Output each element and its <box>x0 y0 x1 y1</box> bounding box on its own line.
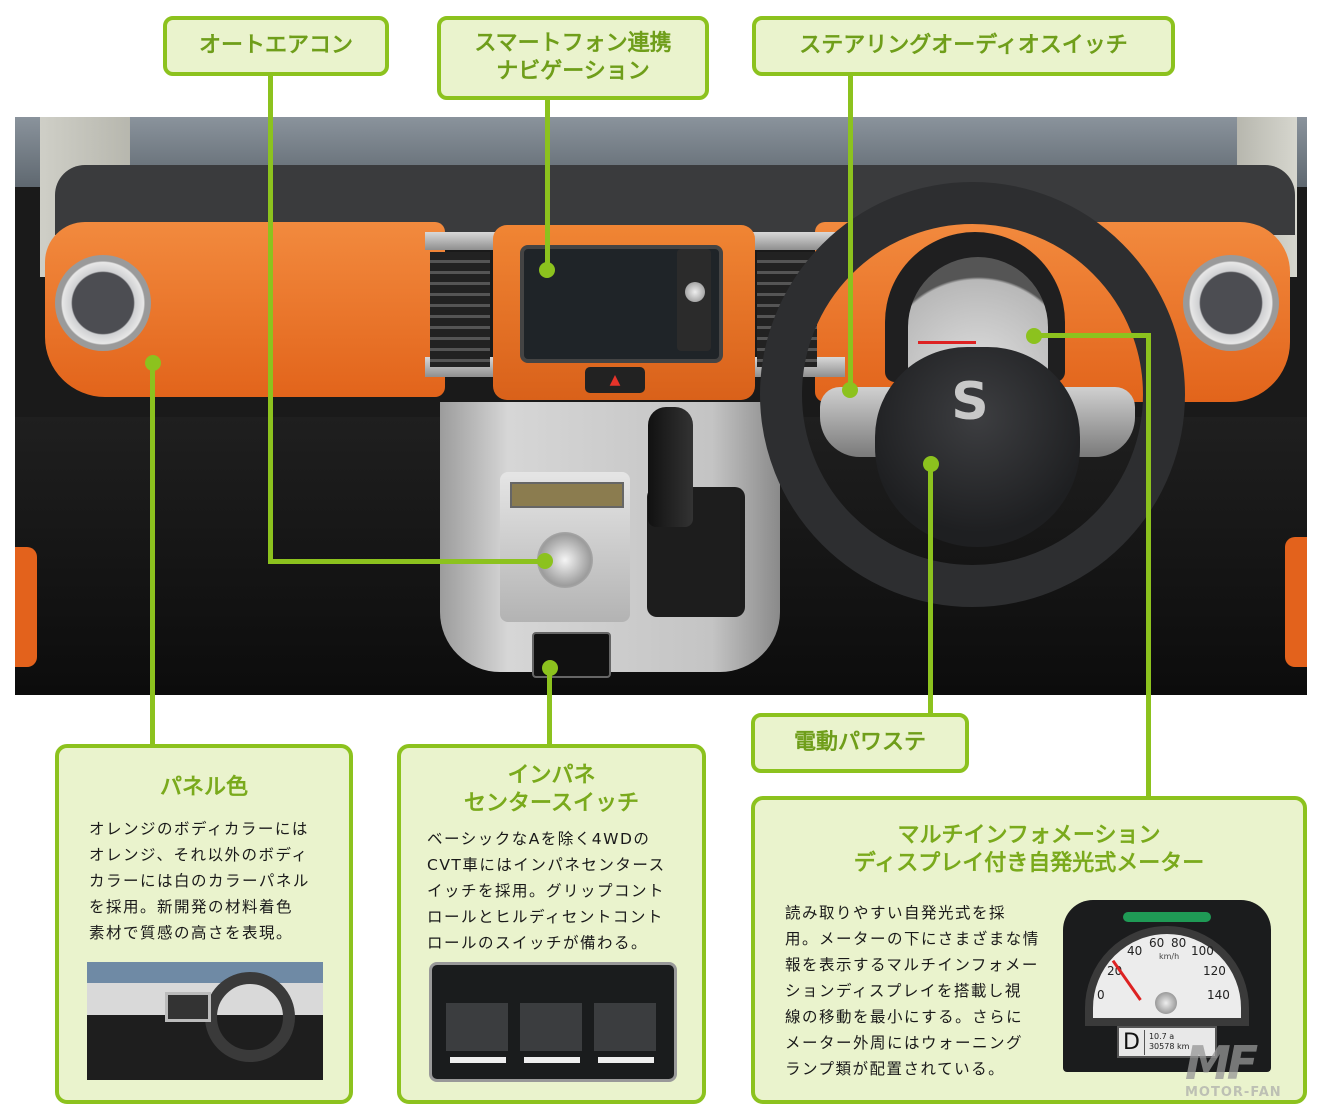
body-line: 読み取りやすい自発光式を採 <box>785 904 1007 922</box>
ac-display <box>510 482 624 508</box>
nav-knob <box>685 282 705 302</box>
label-smartphone-nav: スマートフォン連携 ナビゲーション <box>437 16 709 100</box>
body-line: 用。メーターの下にさまざまな情 <box>785 930 1040 948</box>
connector-panel-color <box>150 362 155 747</box>
body-line: 線の移動を最小にする。さらに <box>785 1008 1024 1026</box>
grip-control-switch-icon <box>446 1003 508 1051</box>
green-indicator <box>1123 912 1211 922</box>
meter-body: 読み取りやすい自発光式を採 用。メーターの下にさまざまな情 報を表示するマルチイ… <box>785 900 1040 1082</box>
gear-indicator: D <box>1119 1029 1145 1055</box>
gauge-unit: km/h <box>1159 952 1180 961</box>
needle-hub <box>1155 992 1177 1014</box>
label-nav-line1: スマートフォン連携 <box>474 31 672 56</box>
connector-steering-audio <box>848 74 853 394</box>
label-power-steering: 電動パワステ <box>751 713 969 773</box>
connector-aircon-horizontal <box>268 559 548 564</box>
indicator-bar <box>598 1057 654 1063</box>
title-line: インパネ <box>507 763 596 788</box>
tick-label: 60 <box>1149 936 1165 950</box>
title-line: センタースイッチ <box>464 791 639 816</box>
connector-power-steering <box>928 464 933 716</box>
label-auto-aircon-text: オートエアコン <box>198 33 353 58</box>
tick-label: 0 <box>1097 988 1105 1002</box>
label-steering-audio: ステアリングオーディオスイッチ <box>752 16 1175 76</box>
body-line: 報を表示するマルチインフォメー <box>785 956 1039 974</box>
title-line: ディスプレイ付き自発光式メーター <box>853 851 1205 876</box>
air-vent-right <box>1183 255 1279 351</box>
body-line: イッチを採用。グリップコント <box>427 882 666 900</box>
center-switch-title: インパネ センタースイッチ <box>401 762 702 818</box>
air-vent-left <box>55 255 151 351</box>
marker-nav <box>539 262 555 278</box>
label-auto-aircon: オートエアコン <box>163 16 389 76</box>
tick-label: 40 <box>1127 944 1143 958</box>
multi-info-display: D 10.7 a 30578 km <box>1117 1026 1217 1058</box>
meter-title: マルチインフォメーション ディスプレイ付き自発光式メーター <box>755 822 1303 878</box>
tick-label: 120 <box>1203 964 1226 978</box>
body-line: ロールのスイッチが備わる。 <box>427 934 649 952</box>
body-line: ロールとヒルディセントコント <box>427 908 664 926</box>
panel-color-box: パネル色 オレンジのボディカラーには オレンジ、それ以外のボディ カラーには白の… <box>55 744 353 1104</box>
watermark-logo: MF <box>1185 1036 1258 1090</box>
body-line: ションディスプレイを搭載し視 <box>785 982 1022 1000</box>
center-switch-box: インパネ センタースイッチ ベーシックなAを除く4WDの CVT車にはインパネセ… <box>397 744 706 1104</box>
seat-heater-switch-icon <box>594 1003 656 1051</box>
display-line: 10.7 a <box>1148 1032 1175 1041</box>
trip-info: 10.7 a 30578 km <box>1145 1032 1189 1052</box>
marker-steering-audio <box>842 382 858 398</box>
tick-label: 80 <box>1171 936 1187 950</box>
body-line: ベーシックなAを除く4WDの <box>427 830 651 848</box>
hill-descent-switch-icon <box>520 1003 582 1051</box>
hazard-button: ▲ <box>585 367 645 393</box>
shift-lever <box>648 407 693 527</box>
airbag-hub <box>875 347 1080 547</box>
label-nav-line2: ナビゲーション <box>496 59 650 84</box>
body-line: ランプ類が配置されている。 <box>785 1060 1006 1078</box>
marker-aircon <box>537 553 553 569</box>
center-switch-image <box>429 962 677 1082</box>
connector-nav <box>545 98 550 270</box>
mini-steering-wheel <box>205 972 295 1062</box>
connector-meter-vertical <box>1146 333 1151 799</box>
indicator-bar <box>450 1057 506 1063</box>
label-steering-audio-text: ステアリングオーディオスイッチ <box>799 33 1128 58</box>
tick-label: 140 <box>1207 988 1230 1002</box>
indicator-bar <box>524 1057 580 1063</box>
white-panel-dashboard-image <box>87 962 323 1080</box>
mini-screen <box>165 992 211 1022</box>
body-line: CVT車にはインパネセンタース <box>427 856 666 874</box>
body-line: メーター外周にはウォーニング <box>785 1034 1024 1052</box>
tick-label: 100 <box>1191 944 1214 958</box>
connector-meter-horizontal <box>1034 333 1150 338</box>
suzuki-logo-icon: S <box>951 372 989 432</box>
title-line: マルチインフォメーション <box>897 823 1161 848</box>
body-line: オレンジ、それ以外のボディ <box>89 846 309 864</box>
motor-fan-watermark: MF MOTOR-FAN <box>1185 1040 1315 1100</box>
meter-box: マルチインフォメーション ディスプレイ付き自発光式メーター 読み取りやすい自発光… <box>751 796 1307 1104</box>
body-line: オレンジのボディカラーには <box>89 820 309 838</box>
door-trim-right <box>1285 537 1307 667</box>
connector-aircon-vertical <box>268 74 273 564</box>
watermark-subtext: MOTOR-FAN <box>1185 1085 1282 1100</box>
body-line: を採用。新開発の材料着色 <box>89 898 294 916</box>
door-trim-left <box>15 547 37 667</box>
meter-image: 0 20 40 60 80 100 120 140 km/h D 10.7 a … <box>1063 900 1271 1072</box>
body-line: 素材で質感の高さを表現。 <box>89 924 294 942</box>
label-power-steering-text: 電動パワステ <box>793 730 926 755</box>
panel-color-body: オレンジのボディカラーには オレンジ、それ以外のボディ カラーには白のカラーパネ… <box>89 816 349 946</box>
display-line: 30578 km <box>1148 1042 1190 1051</box>
body-line: カラーには白のカラーパネル <box>89 872 310 890</box>
dashboard-photo: ▲ S <box>15 117 1307 695</box>
center-vent-left <box>430 252 490 367</box>
center-switch-body: ベーシックなAを除く4WDの CVT車にはインパネセンタース イッチを採用。グリ… <box>427 826 702 956</box>
panel-color-title: パネル色 <box>159 775 248 800</box>
connector-center-switch <box>547 668 552 746</box>
